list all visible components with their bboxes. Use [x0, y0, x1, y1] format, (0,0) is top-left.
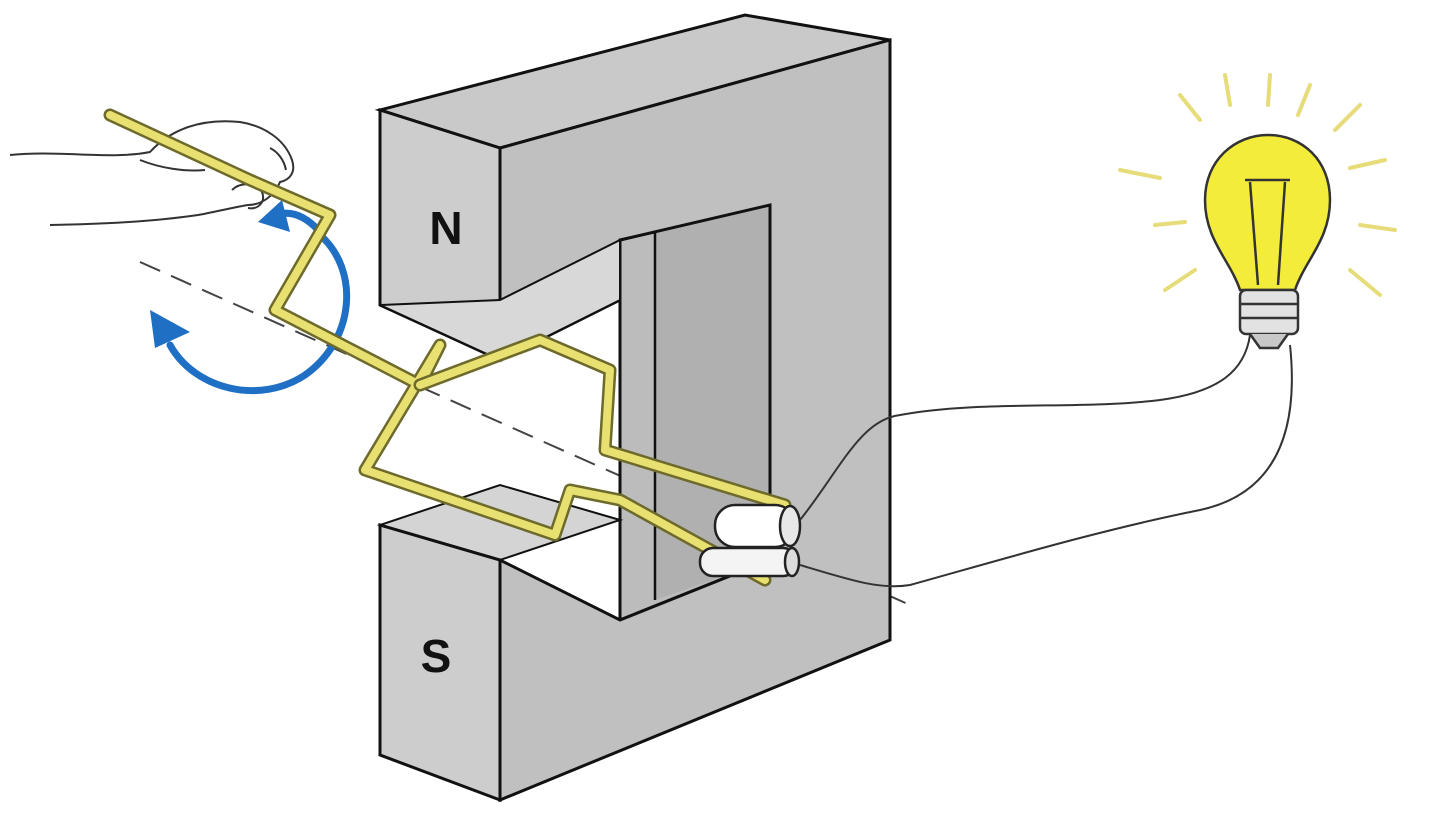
south-pole-label: S — [421, 630, 452, 682]
rotation-axis — [139, 261, 911, 606]
bulb-filament — [1245, 178, 1290, 286]
magnet-south-pole — [378, 523, 502, 803]
hand-icon — [9, 120, 295, 226]
slip-rings — [698, 503, 802, 578]
bulb-rays — [1118, 73, 1397, 297]
bulb-glass — [1203, 133, 1332, 292]
north-pole-label: N — [429, 202, 462, 254]
circuit-wires — [799, 334, 1293, 588]
wire-loop — [103, 108, 792, 587]
light-bulb-icon — [1118, 73, 1397, 350]
magnet-north-underside — [379, 238, 621, 362]
bulb-base — [1238, 288, 1300, 350]
rotation-arrow-icon — [150, 200, 351, 395]
